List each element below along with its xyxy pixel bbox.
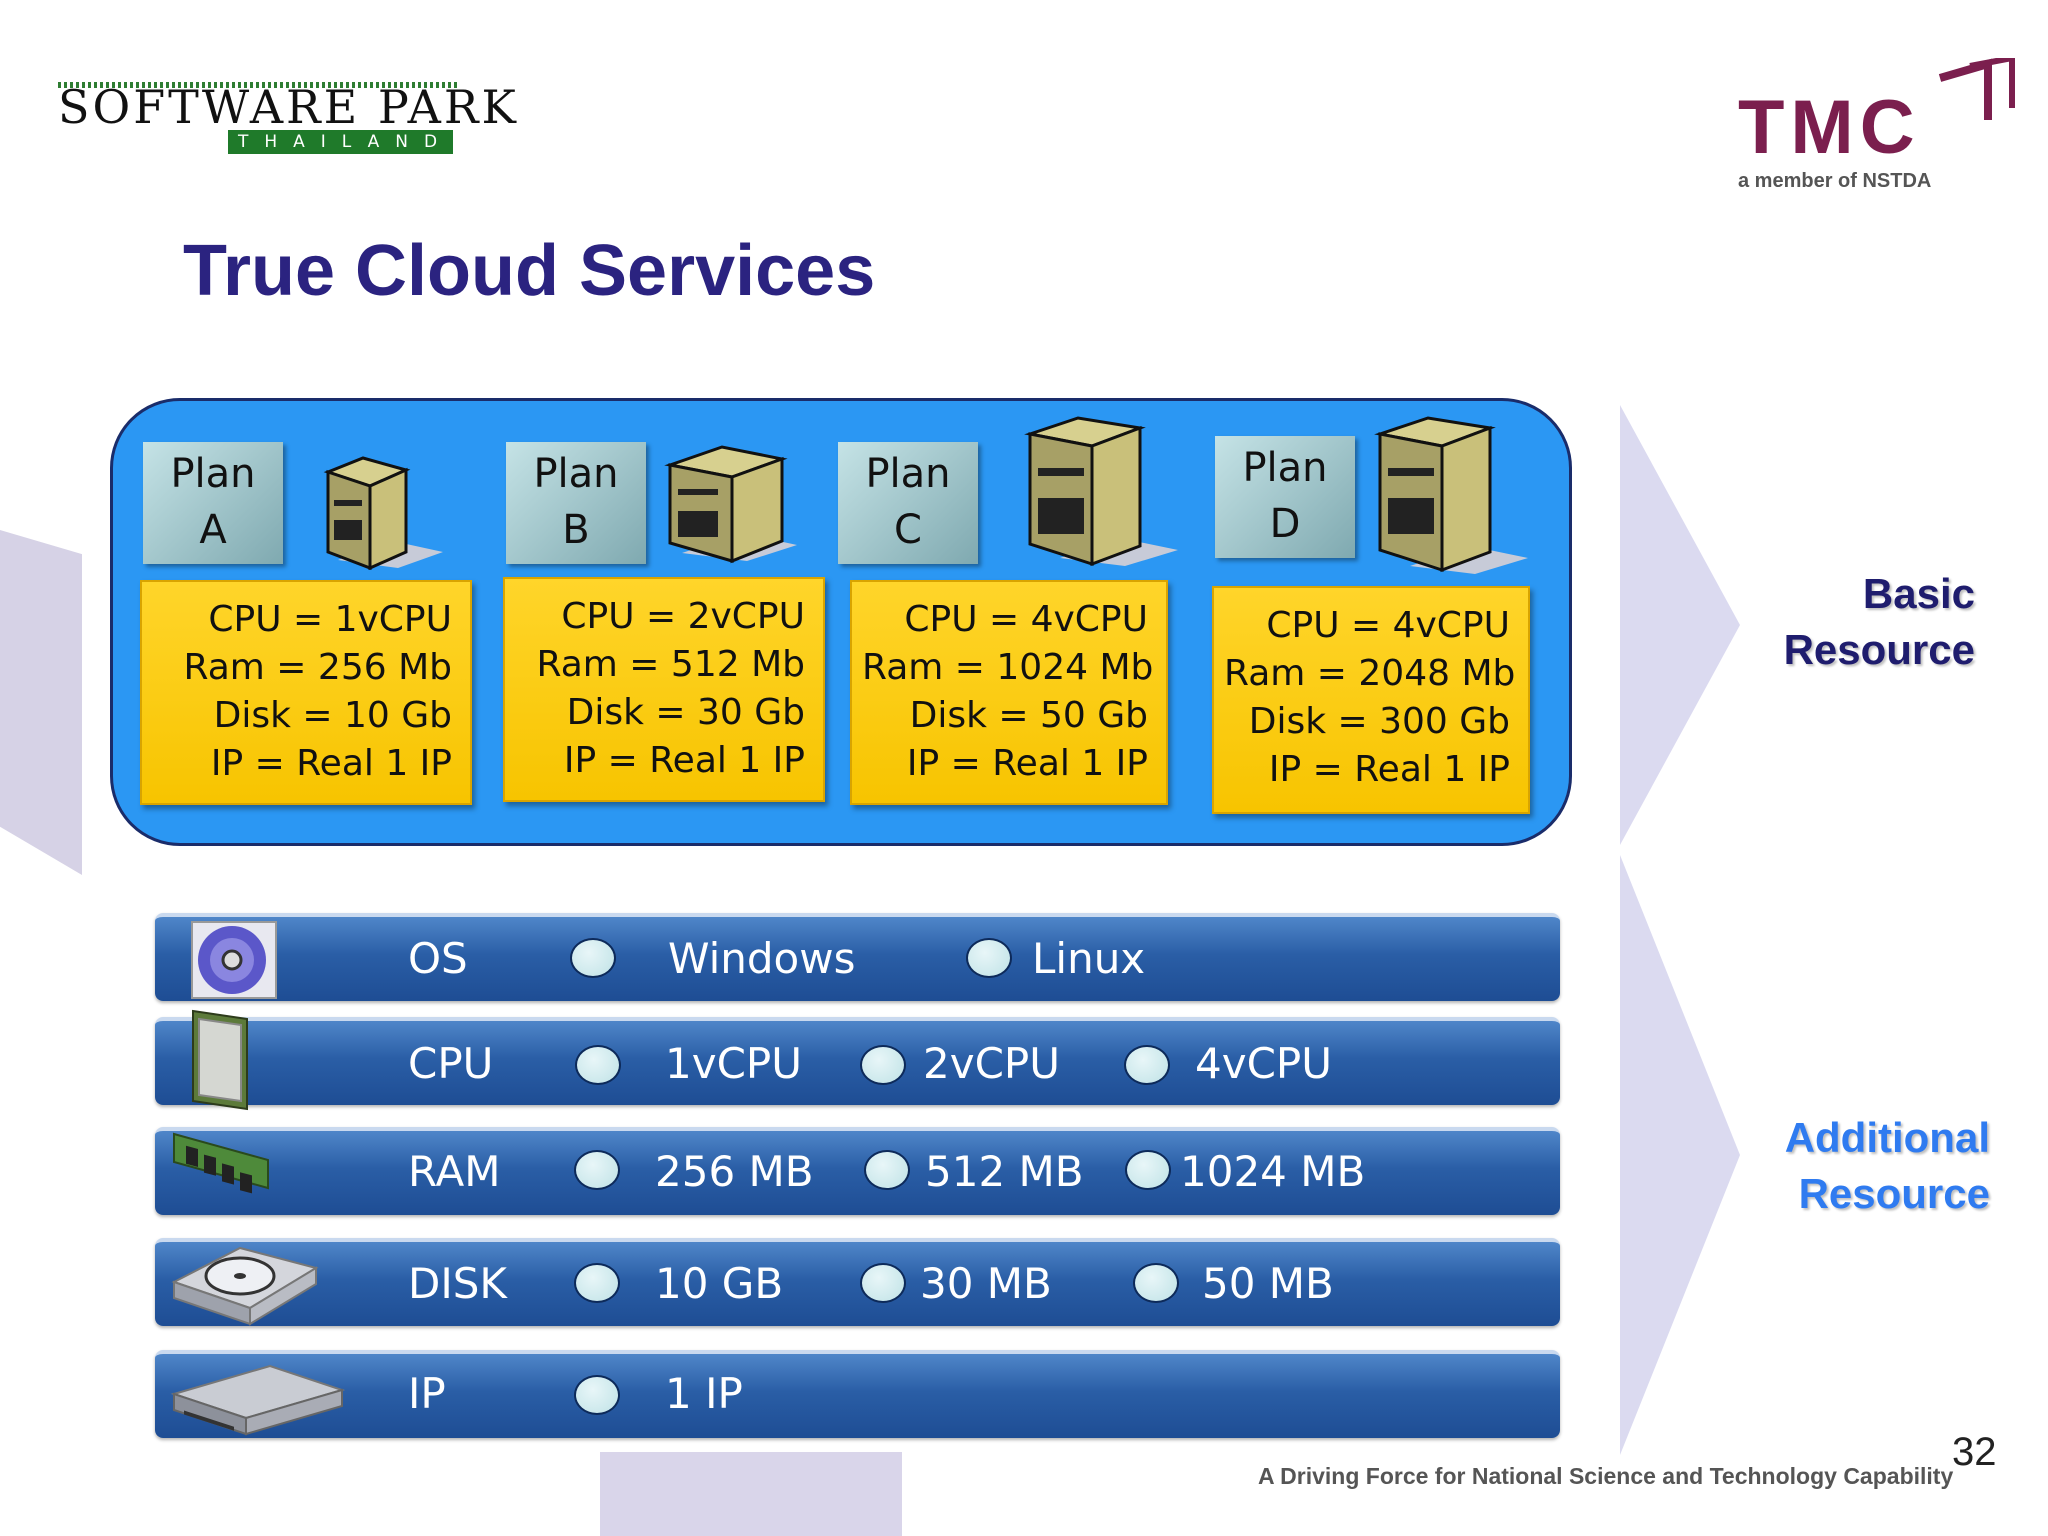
option-ram-512mb: 512 MB [925,1147,1084,1196]
plan-b-cpu: CPU = 2vCPU [561,596,805,637]
page-number: 32 [1952,1430,1997,1474]
plan-d-ip: IP = Real 1 IP [1268,749,1510,790]
decorative-shape-bottom [600,1452,902,1536]
radio-cpu-4vcpu[interactable] [1124,1045,1170,1085]
plan-d-tag-line2: D [1269,501,1301,547]
radio-ram-512mb[interactable] [864,1150,910,1190]
cpu-chip-icon [192,1009,248,1111]
resource-label-disk: DISK [408,1259,507,1308]
resource-row-ram [155,1127,1560,1215]
basic-resource-line1: Basic [1862,570,1975,617]
option-disk-30mb: 30 MB [920,1259,1052,1308]
tmc-logo-sub: a member of NSTDA [1738,170,1932,192]
plan-b-tag-line1: Plan [533,451,619,497]
radio-cpu-1vcpu[interactable] [575,1045,621,1085]
plan-b-disk: Disk = 30 Gb [566,692,805,733]
plan-a-tag-line2: A [199,507,227,553]
plan-a-ip: IP = Real 1 IP [210,743,452,784]
basic-resource-line2: Resource [1783,626,1975,673]
resource-row-disk [155,1238,1560,1326]
option-disk-10gb: 10 GB [655,1259,784,1308]
network-device-icon [170,1364,345,1436]
additional-resource-arrow [1620,855,1740,1455]
plan-d-tag: Plan D [1215,436,1355,558]
server-icon [1374,416,1528,574]
plan-c-specs: CPU = 4vCPU Ram = 1024 Mb Disk = 50 Gb I… [850,580,1168,805]
plan-d-disk: Disk = 300 Gb [1248,701,1510,742]
option-ip-1ip: 1 IP [665,1369,743,1418]
decorative-shape-left [0,530,82,875]
radio-disk-10gb[interactable] [574,1263,620,1303]
radio-cpu-2vcpu[interactable] [860,1045,906,1085]
server-icon [664,445,797,564]
footer-tagline: A Driving Force for National Science and… [1258,1463,1954,1489]
server-icon [1024,416,1178,567]
plan-c-ip: IP = Real 1 IP [906,743,1148,784]
plan-a-ram: Ram = 256 Mb [183,647,452,688]
additional-resource-line1: Additional [1784,1114,1990,1161]
resource-row-ip [155,1350,1560,1438]
option-ram-1024mb: 1024 MB [1180,1147,1366,1196]
software-park-logo-sub: THAILAND [228,130,453,154]
plan-c-tag-line2: C [894,507,922,553]
plan-c-tag-line1: Plan [865,451,951,497]
basic-resource-label: Basic Resource [1740,566,1975,678]
resource-label-ram: RAM [408,1147,501,1196]
option-os-linux: Linux [1032,934,1146,983]
radio-os-linux[interactable] [966,938,1012,978]
software-park-logo: SOFTWARE PARK THAILAND [58,80,519,172]
option-disk-50mb: 50 MB [1202,1259,1334,1308]
radio-ram-1024mb[interactable] [1125,1150,1171,1190]
radio-disk-30mb[interactable] [860,1263,906,1303]
resource-label-ip: IP [408,1369,446,1418]
plan-b-tag: Plan B [506,442,646,564]
plan-a-tag-line1: Plan [170,451,256,497]
radio-os-windows[interactable] [570,938,616,978]
tmc-logo-mark-icon [1938,58,2015,120]
resource-row-os [155,913,1560,1001]
plan-b-specs: CPU = 2vCPU Ram = 512 Mb Disk = 30 Gb IP… [503,577,825,802]
radio-disk-50mb[interactable] [1133,1263,1179,1303]
plan-d-cpu: CPU = 4vCPU [1266,605,1510,646]
plan-c-cpu: CPU = 4vCPU [904,599,1148,640]
resource-row-cpu [155,1017,1560,1105]
plan-a-disk: Disk = 10 Gb [213,695,452,736]
resource-label-cpu: CPU [408,1039,494,1088]
ram-module-icon [173,1132,269,1194]
plan-b-tag-line2: B [562,507,590,553]
option-os-windows: Windows [668,934,856,983]
plan-d-ram: Ram = 2048 Mb [1224,653,1516,694]
page-title: True Cloud Services [183,231,876,311]
software-park-logo-name: SOFTWARE PARK [58,80,519,134]
plan-b-ip: IP = Real 1 IP [563,740,805,781]
plan-d-specs: CPU = 4vCPU Ram = 2048 Mb Disk = 300 Gb … [1212,586,1530,814]
plan-c-ram: Ram = 1024 Mb [862,647,1154,688]
cd-disc-icon [191,921,277,999]
radio-ip-1ip[interactable] [574,1375,620,1415]
option-cpu-2vcpu: 2vCPU [923,1039,1060,1088]
server-icon [323,456,443,570]
option-ram-256mb: 256 MB [655,1147,814,1196]
radio-ram-256mb[interactable] [574,1150,620,1190]
hard-disk-icon [171,1246,319,1326]
plan-a-tag: Plan A [143,442,283,564]
plan-c-disk: Disk = 50 Gb [909,695,1148,736]
plan-b-ram: Ram = 512 Mb [536,644,805,685]
plan-a-cpu: CPU = 1vCPU [208,599,452,640]
plan-a-specs: CPU = 1vCPU Ram = 256 Mb Disk = 10 Gb IP… [140,580,472,805]
additional-resource-label: Additional Resource [1730,1110,1990,1222]
tmc-logo-name: TMC [1738,85,1921,170]
plan-d-tag-line1: Plan [1242,445,1328,491]
additional-resource-line2: Resource [1798,1170,1990,1217]
tmc-logo: TMC a member of NSTDA [1730,58,2020,198]
option-cpu-4vcpu: 4vCPU [1195,1039,1332,1088]
option-cpu-1vcpu: 1vCPU [665,1039,802,1088]
basic-resource-arrow [1620,405,1740,845]
plan-c-tag: Plan C [838,442,978,564]
resource-label-os: OS [408,934,468,983]
